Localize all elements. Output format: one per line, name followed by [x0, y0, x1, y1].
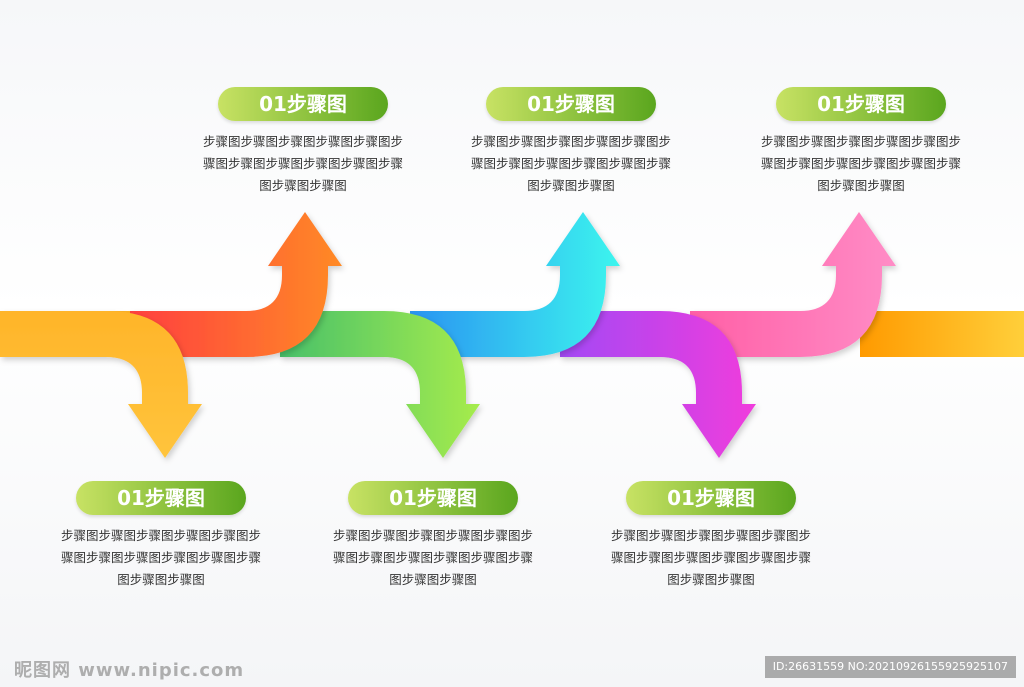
- arrow-2-orange-up: [130, 212, 342, 357]
- step-1: 01步骤图 步骤图步骤图步骤图步骤图步骤图步骤图步骤图步骤图步骤图步骤图步骤图步…: [46, 481, 276, 591]
- step-5: 01步骤图 步骤图步骤图步骤图步骤图步骤图步骤图步骤图步骤图步骤图步骤图步骤图步…: [596, 481, 826, 591]
- step-title: 01步骤图: [486, 87, 656, 121]
- step-description: 步骤图步骤图步骤图步骤图步骤图步骤图步骤图步骤图步骤图步骤图步骤图步骤图步骤图: [333, 528, 534, 587]
- watermark-left: 昵图网 www.nipic.com: [14, 660, 245, 681]
- step-description: 步骤图步骤图步骤图步骤图步骤图步骤图步骤图步骤图步骤图步骤图步骤图步骤图步骤图: [471, 134, 672, 193]
- arrow-5-magenta-down: [560, 311, 756, 458]
- arrow-3-green-down: [280, 311, 480, 458]
- step-description: 步骤图步骤图步骤图步骤图步骤图步骤图步骤图步骤图步骤图步骤图步骤图步骤图步骤图: [61, 528, 262, 587]
- step-title: 01步骤图: [626, 481, 796, 515]
- watermark-right: ID:26631559 NO:20210926155925925107: [764, 656, 1016, 678]
- step-description: 步骤图步骤图步骤图步骤图步骤图步骤图步骤图步骤图步骤图步骤图步骤图步骤图步骤图: [761, 134, 962, 193]
- arrow-1-yellow-down: [0, 311, 202, 458]
- right-bar: [860, 311, 1024, 357]
- step-title: 01步骤图: [218, 87, 388, 121]
- step-3: 01步骤图 步骤图步骤图步骤图步骤图步骤图步骤图步骤图步骤图步骤图步骤图步骤图步…: [318, 481, 548, 591]
- step-title: 01步骤图: [776, 87, 946, 121]
- step-2: 01步骤图 步骤图步骤图步骤图步骤图步骤图步骤图步骤图步骤图步骤图步骤图步骤图步…: [188, 87, 418, 197]
- step-4: 01步骤图 步骤图步骤图步骤图步骤图步骤图步骤图步骤图步骤图步骤图步骤图步骤图步…: [456, 87, 686, 197]
- arrow-6-pink-up: [690, 212, 896, 357]
- step-6: 01步骤图 步骤图步骤图步骤图步骤图步骤图步骤图步骤图步骤图步骤图步骤图步骤图步…: [746, 87, 976, 197]
- step-description: 步骤图步骤图步骤图步骤图步骤图步骤图步骤图步骤图步骤图步骤图步骤图步骤图步骤图: [203, 134, 404, 193]
- step-title: 01步骤图: [76, 481, 246, 515]
- arrow-4-cyan-up: [410, 212, 620, 357]
- step-description: 步骤图步骤图步骤图步骤图步骤图步骤图步骤图步骤图步骤图步骤图步骤图步骤图步骤图: [611, 528, 812, 587]
- step-title: 01步骤图: [348, 481, 518, 515]
